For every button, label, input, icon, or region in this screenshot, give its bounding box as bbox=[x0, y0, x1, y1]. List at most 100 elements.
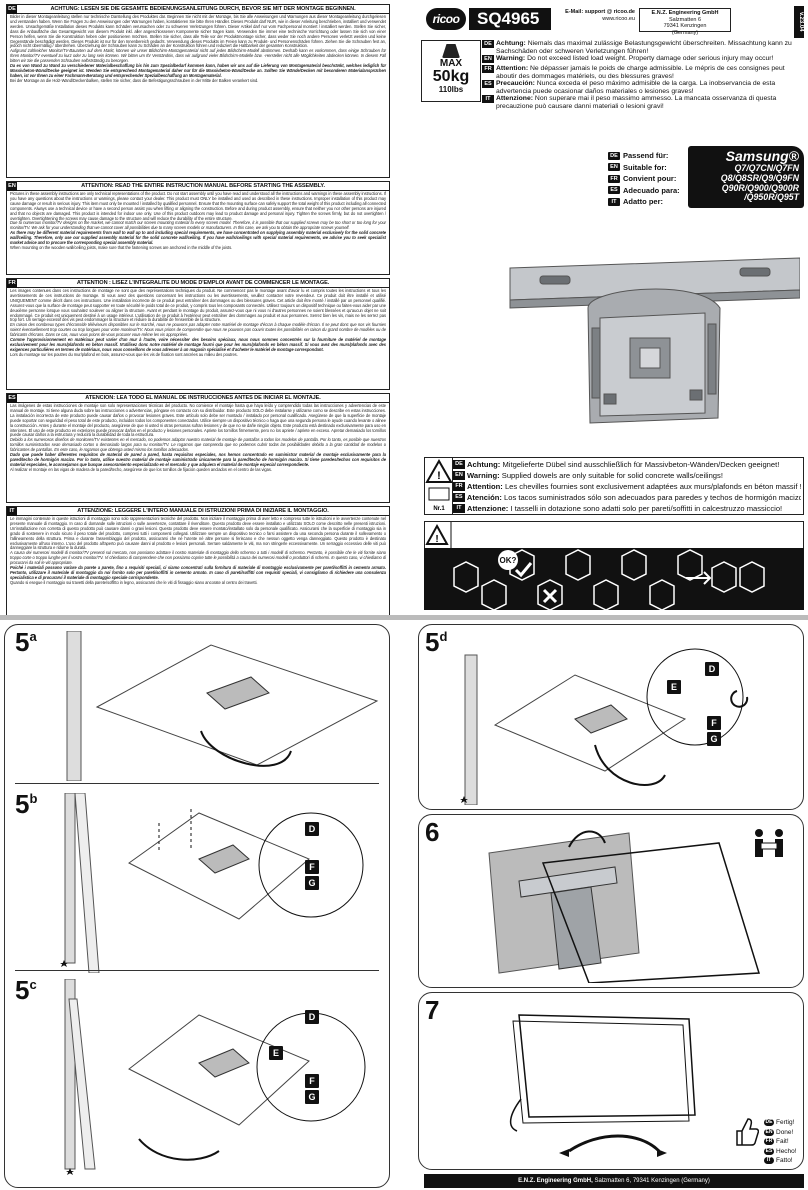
pictogram-screws-icon bbox=[677, 549, 703, 581]
lang-badge: EN bbox=[764, 1128, 774, 1136]
step-5d-panel: 5d D E F G bbox=[418, 624, 804, 810]
step-6-illustration bbox=[488, 829, 783, 983]
load-warning-text: Nunca exceda el peso máximo admisible de… bbox=[496, 80, 776, 95]
dowel-warning-text: I tasselli in dotazione sono adatti solo… bbox=[510, 504, 783, 513]
website-link[interactable]: www.ricoo.eu bbox=[602, 15, 635, 22]
done-text: Done! bbox=[776, 1128, 794, 1136]
thumbs-up-icon bbox=[736, 1118, 759, 1146]
lang-badge: DE bbox=[608, 151, 620, 160]
step-7-illustration bbox=[509, 1014, 696, 1157]
tv-brand: Samsung® bbox=[725, 148, 799, 164]
compat-label: Convient pour: bbox=[623, 174, 677, 184]
max-weight-lbs: 110lbs bbox=[438, 85, 464, 94]
detail-magnifier-circle bbox=[258, 812, 364, 918]
hand-icon bbox=[509, 1098, 522, 1132]
check-mark-icon bbox=[514, 562, 533, 578]
max-load-box: MAX 50kg 110lbs bbox=[421, 40, 481, 102]
step-5a-illustration bbox=[66, 631, 379, 781]
warning-title: ATTENTION: READ THE ENTIRE INSTRUCTION M… bbox=[81, 183, 325, 189]
done-text: Fait! bbox=[776, 1138, 789, 1145]
warning-note: Poiché i materiali possono variare da pa… bbox=[10, 565, 386, 580]
pictogram-tool-cross-icon bbox=[711, 561, 737, 593]
dowel-icon-label: Nr.1 bbox=[433, 506, 445, 512]
dowel-warning-icon: ! Nr.1 bbox=[425, 458, 453, 514]
warning-title: ACHTUNG: LESEN SIE DIE GESAMTE BEDIENUNG… bbox=[50, 6, 356, 12]
company-box: E.N.Z. Engineering GmbH Salzmatten 6 793… bbox=[639, 8, 731, 36]
lang-badge: ES bbox=[608, 186, 620, 195]
warning-body: Le immagini contenute in queste istruzio… bbox=[7, 516, 389, 619]
lang-badge: FR bbox=[482, 65, 494, 73]
step-5c-illustration bbox=[64, 979, 366, 1175]
brand-logo: ricoo bbox=[426, 8, 466, 30]
done-text: Fatto! bbox=[776, 1157, 793, 1164]
hang-arrow-icon bbox=[568, 830, 606, 848]
step-number: 6 bbox=[425, 817, 440, 847]
svg-text:!: ! bbox=[437, 470, 441, 482]
pictogram-cross-icon bbox=[537, 579, 563, 611]
max-weight-kg: 50kg bbox=[432, 68, 470, 85]
version-label: v.23.04 bbox=[794, 6, 804, 38]
lang-badge: EN bbox=[608, 163, 620, 172]
step-5b-illustration bbox=[60, 793, 364, 973]
lang-badge: ES bbox=[453, 493, 465, 502]
warning-text: Las imágenes de estas instrucciones de m… bbox=[10, 403, 386, 438]
load-warning-label: Attention: bbox=[496, 65, 529, 72]
lang-badge: DE bbox=[764, 1119, 774, 1127]
warning-title: ATTENTION : LISEZ L'INTÉGRALITÉ DU MODE … bbox=[76, 280, 330, 286]
lang-badge: FR bbox=[608, 174, 620, 183]
warning-text: Pictures in these assembly instructions … bbox=[10, 191, 386, 221]
warning-note: Da es von Wand zu Wand zu verschiedener … bbox=[10, 63, 386, 78]
lang-badge: IT bbox=[453, 504, 465, 513]
done-text: Fertig! bbox=[776, 1119, 795, 1126]
warning-note: Due to numerous monitor/TV designs on th… bbox=[10, 220, 386, 231]
lang-badge: EN bbox=[453, 471, 465, 480]
lang-badge: IT bbox=[7, 506, 17, 516]
ok-bubble-icon bbox=[498, 550, 518, 570]
warning-note: Comme l'approvisionnement en matériaux p… bbox=[10, 337, 386, 352]
warning-tail: Al realizar el montaje en las vigas de m… bbox=[10, 466, 272, 472]
lang-badge: IT bbox=[608, 197, 620, 206]
pictogram-unpack-icon bbox=[481, 579, 507, 611]
section-divider bbox=[0, 615, 808, 620]
warning-note: Dado que puede haber diferentes requisit… bbox=[10, 452, 386, 467]
warning-tail: Lors du montage sur les poutres du mur/p… bbox=[10, 351, 238, 357]
support-email[interactable]: E-Mail: support @ ricoo.de bbox=[565, 9, 635, 15]
icon-strip-header: ! bbox=[424, 521, 804, 550]
warning-note: Aufgrund zahlreicher Monitor/TV-Bauarten… bbox=[10, 48, 386, 64]
pictogram-level-icon bbox=[649, 579, 675, 611]
warning-tail: When mounting on the wooden wall/ceiling… bbox=[10, 244, 233, 250]
tilt-arrow-icon bbox=[568, 1134, 661, 1153]
step-number: 5c bbox=[15, 975, 37, 1005]
dowel-warning-label: Achtung: bbox=[467, 460, 501, 469]
star-marker-icon bbox=[460, 796, 468, 803]
lang-badge: FR bbox=[453, 482, 465, 491]
dowel-warning-label: Warning: bbox=[467, 471, 500, 480]
compat-label: Adecuado para: bbox=[623, 185, 680, 195]
dowel-warning-label: Attenzione: bbox=[467, 504, 509, 513]
lang-badge: ES bbox=[7, 393, 17, 403]
warning-triangle-icon: ! bbox=[425, 523, 449, 545]
lang-badge: ES bbox=[482, 80, 494, 88]
lang-badge: FR bbox=[7, 278, 17, 288]
load-warning-text: Do not exceed listed load weight. Proper… bbox=[527, 55, 774, 62]
detail-magnifier-circle bbox=[646, 648, 744, 746]
footer-address-bar: E.N.Z. Engineering GmbH, Salzmatten 6, 7… bbox=[424, 1174, 804, 1188]
lang-badge: IT bbox=[764, 1157, 774, 1165]
done-text: Hecho! bbox=[776, 1147, 797, 1155]
part-tag-d: D bbox=[705, 662, 719, 676]
dowel-warning-text: Los tacos suministrados sólo son adecuad… bbox=[504, 493, 801, 502]
step-number: 5d bbox=[425, 627, 448, 657]
pictogram-wall-icon bbox=[621, 549, 647, 581]
